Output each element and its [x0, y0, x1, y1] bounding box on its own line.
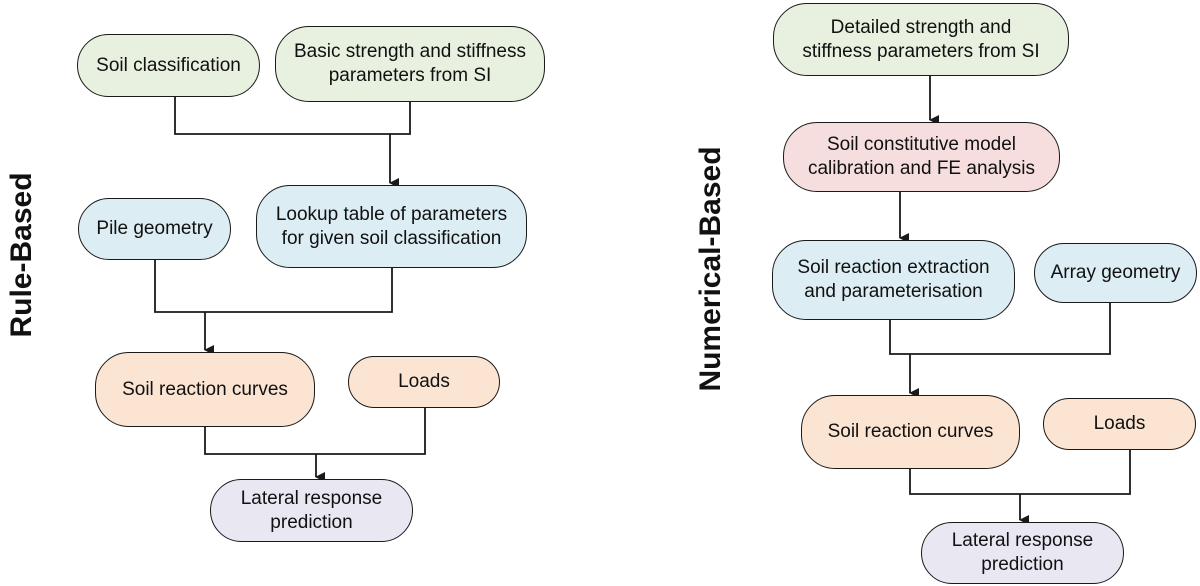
rule-based-title: Rule-Based — [5, 172, 38, 338]
connector-curves-to-prediction — [204, 408, 426, 477]
node-text-line: Lateral response — [951, 530, 1094, 551]
lateral-response-node-2: Lateral response prediction — [921, 522, 1124, 584]
node-text-line: Basic strength and stiffness — [294, 41, 526, 62]
node-text-line: stiffness parameters from SI — [802, 40, 1040, 62]
node-text-line: Array geometry — [1050, 262, 1181, 283]
pile-geometry-node: Pile geometry — [78, 198, 231, 260]
connector-inputs-to-lookup — [174, 97, 411, 183]
node-text-line: parameters from SI — [328, 65, 492, 86]
basic-parameters-node: Basic strength and stiffness parameters … — [275, 26, 545, 102]
connector-curves-to-prediction-2 — [909, 450, 1131, 520]
node-text-line: Soil reaction curves — [122, 378, 288, 400]
soil-reaction-curves-node: Soil reaction curves — [95, 352, 315, 427]
connector-geometry-to-curves — [154, 260, 393, 350]
soil-classification-node: Soil classification — [77, 34, 260, 97]
node-text-line: Soil reaction curves — [827, 421, 994, 442]
detailed-parameters-node: Detailed strength and stiffness paramete… — [773, 3, 1069, 76]
lateral-response-node: Lateral response prediction — [210, 479, 413, 542]
node-text-line: Pile geometry — [96, 218, 213, 239]
loads-node-2: Loads — [1043, 398, 1196, 450]
node-text-line: and parameterisation — [804, 281, 983, 302]
node-text-line: prediction — [981, 554, 1064, 575]
soil-reaction-curves-node-2: Soil reaction curves — [801, 395, 1020, 469]
node-text-line: Loads — [1093, 413, 1146, 434]
node-text-line: prediction — [270, 511, 353, 533]
node-text-line: Detailed strength and — [830, 16, 1012, 38]
numerical-based-title: Numerical-Based — [694, 146, 727, 392]
array-geometry-node: Array geometry — [1034, 243, 1197, 303]
node-text-line: Loads — [398, 371, 450, 392]
node-text-line: Soil reaction extraction — [797, 257, 990, 278]
reaction-extraction-node: Soil reaction extraction and parameteris… — [772, 240, 1015, 320]
loads-node: Loads — [348, 356, 500, 408]
node-text-line: for given soil classification — [281, 227, 502, 249]
node-text-line: calibration and FE analysis — [807, 158, 1036, 179]
lookup-table-node: Lookup table of parameters for given soi… — [256, 185, 527, 268]
node-text-line: Soil constitutive model — [826, 134, 1017, 155]
node-text-line: Lookup table of parameters — [275, 203, 508, 225]
constitutive-model-node: Soil constitutive model calibration and … — [783, 122, 1060, 192]
node-text-line: Lateral response — [240, 487, 383, 509]
connector-extraction-to-curves — [889, 303, 1111, 393]
node-text-line: Soil classification — [96, 54, 241, 76]
